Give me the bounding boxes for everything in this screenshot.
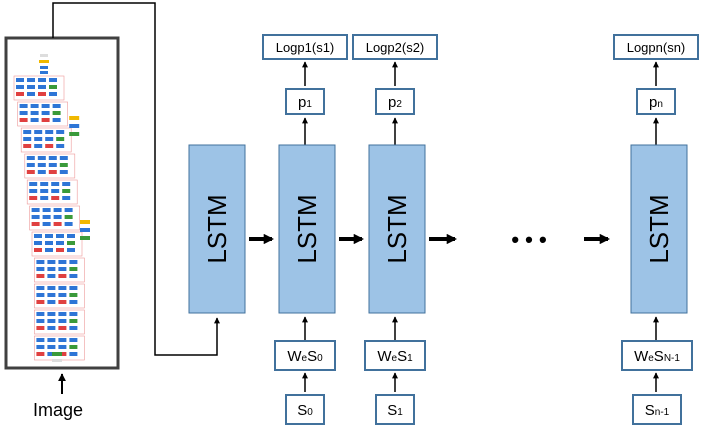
column-2: Logp2(s2) p2 LSTM WeS1 S1 (352, 34, 438, 425)
prob-label: p2 (388, 94, 402, 111)
ellipsis: • • • (511, 227, 546, 252)
inception-network-thumbnail (13, 54, 90, 362)
embedding-box (364, 340, 426, 371)
lstm-label: LSTM (202, 194, 232, 263)
prob-box (375, 88, 415, 115)
log-prob-box (352, 34, 438, 60)
prob-box (285, 88, 325, 115)
column-n: Logpn(sn) pn LSTM WeSN-1 Sn-1 (613, 34, 699, 425)
log-prob-box (262, 34, 348, 60)
embedding-box (274, 340, 336, 371)
token-box (285, 394, 325, 425)
log-prob-box (613, 34, 699, 60)
image-to-lstm-connector (52, 2, 220, 356)
embedding-box (621, 340, 693, 371)
embedding-label: WeS1 (377, 348, 413, 365)
image-label: Image (33, 400, 83, 420)
lstm-label: LSTM (382, 194, 412, 263)
prob-label: p1 (298, 94, 312, 111)
log-prob-label: Logp1(s1) (276, 40, 335, 55)
lstm-label: LSTM (644, 194, 674, 263)
embedding-label: WeSN-1 (634, 348, 680, 365)
token-label: S0 (297, 402, 313, 419)
token-box (375, 394, 415, 425)
log-prob-label: Logpn(sn) (627, 40, 686, 55)
prob-box (636, 88, 676, 115)
cnn-image-panel (4, 36, 120, 370)
token-box (632, 394, 682, 425)
lstm-label: LSTM (292, 194, 322, 263)
token-label: S1 (387, 402, 403, 419)
column-1: Logp1(s1) p1 LSTM WeS0 S0 (262, 34, 348, 425)
lstm-cell-image: LSTM (188, 144, 246, 314)
token-label: Sn-1 (645, 402, 670, 419)
prob-label: pn (649, 94, 663, 111)
embedding-label: WeS0 (287, 348, 323, 365)
log-prob-label: Logp2(s2) (366, 40, 425, 55)
